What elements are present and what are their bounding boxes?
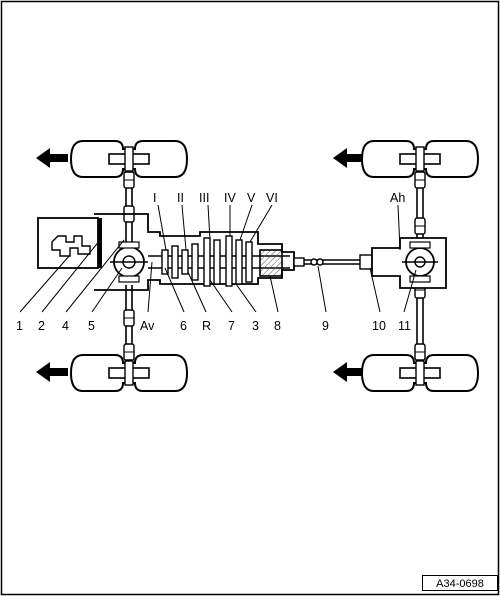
transfer-coupling — [259, 249, 283, 277]
callout-av: Av — [140, 319, 155, 333]
front-differential-icon — [110, 241, 148, 283]
callout-9: 9 — [322, 319, 329, 333]
callout-2: 2 — [38, 319, 45, 333]
rear-differential-housing — [371, 237, 447, 289]
direction-arrow-rear-top-icon — [333, 148, 365, 168]
callout-10: 10 — [372, 319, 386, 333]
gearbox-housing — [94, 213, 295, 291]
callout-11: 11 — [398, 319, 411, 333]
direction-arrow-front-top-icon — [36, 148, 68, 168]
callout-5: 5 — [88, 319, 95, 333]
gear-label-1: I — [153, 191, 156, 205]
callout-r: R — [202, 319, 211, 333]
callout-3: 3 — [252, 319, 259, 333]
figure-code-label: A34-0698 — [422, 575, 498, 591]
direction-arrow-rear-bottom-icon — [333, 362, 365, 382]
gear-label-3: III — [199, 191, 209, 205]
callout-4: 4 — [62, 319, 69, 333]
engine-block — [37, 217, 102, 269]
leader-lines — [19, 204, 417, 313]
rear-diff-label: Ah — [390, 191, 405, 205]
direction-arrow-front-bottom-icon — [36, 362, 68, 382]
gear-label-6: VI — [266, 191, 278, 205]
callout-7: 7 — [228, 319, 235, 333]
gear-label-2: II — [177, 191, 184, 205]
propshaft — [293, 254, 373, 270]
gear-label-4: IV — [224, 191, 236, 205]
callout-6: 6 — [180, 319, 187, 333]
callout-1: 1 — [16, 319, 23, 333]
gear-shafts — [148, 235, 290, 287]
gear-label-5: V — [247, 191, 256, 205]
callout-8: 8 — [274, 319, 281, 333]
